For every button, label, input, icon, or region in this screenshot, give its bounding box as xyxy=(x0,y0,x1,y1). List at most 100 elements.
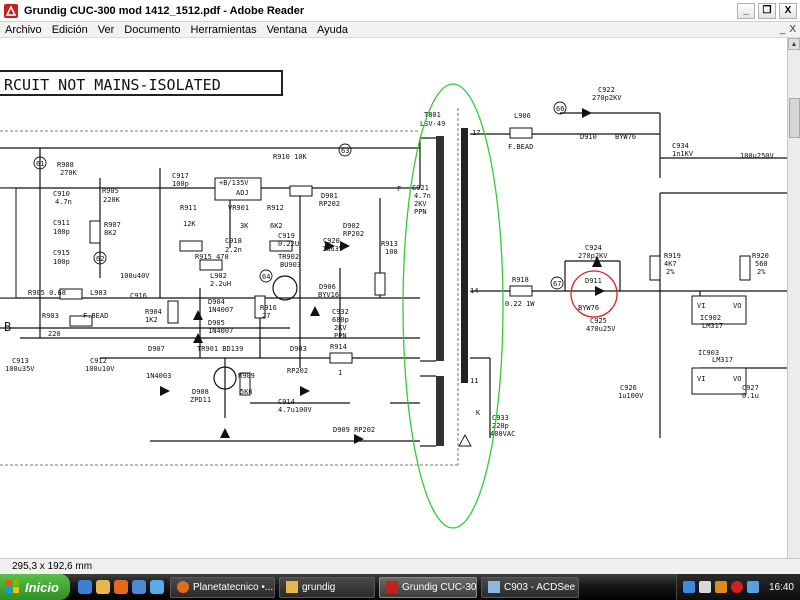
label-c917v: 100p xyxy=(172,180,189,188)
menu-ayuda[interactable]: Ayuda xyxy=(316,23,348,36)
scroll-thumb[interactable] xyxy=(789,98,800,138)
label-d903: D903 xyxy=(290,345,307,353)
label-vi-ic903: VI xyxy=(697,375,705,383)
label-ic903v: LM317 xyxy=(712,356,733,364)
label-c913: C913 xyxy=(12,357,29,365)
label-r920v: 560 xyxy=(755,260,768,268)
label-c921: C921 xyxy=(412,184,429,192)
label-c924v: 270p2KV xyxy=(578,252,608,260)
task-grundig-folder[interactable]: grundig xyxy=(279,576,375,598)
label-c912: C912 xyxy=(90,357,107,365)
label-r904: R904 xyxy=(145,308,162,316)
label-rp202a: RP202 xyxy=(319,200,340,208)
label-r905: R905 xyxy=(102,187,119,195)
windows-flag-icon xyxy=(6,580,19,593)
label-c919: C919 xyxy=(278,232,295,240)
task-grundig-folder-label: grundig xyxy=(302,581,336,593)
label-vo-ic903: VO xyxy=(733,375,741,383)
label-c933v2: 400VAC xyxy=(490,430,515,438)
label-rp202b: RP202 xyxy=(343,230,364,238)
label-r915: R915 470 xyxy=(195,253,229,261)
label-node-64: 64 xyxy=(262,273,270,281)
green-highlight-ellipse xyxy=(402,83,504,529)
label-in4007b: 1N4007 xyxy=(208,327,233,335)
label-r916: R916 xyxy=(260,304,277,312)
label-r911v: 12K xyxy=(183,220,196,228)
label-r912v: 6K2 xyxy=(270,222,283,230)
network-icon[interactable] xyxy=(150,580,164,594)
label-c910v: 4.7n xyxy=(55,198,72,206)
start-button[interactable]: Inicio xyxy=(0,574,70,600)
firefox-icon[interactable] xyxy=(114,580,128,594)
label-l906: L906 xyxy=(514,112,531,120)
label-l902: L902 xyxy=(210,272,227,280)
label-adjsub: ADJ xyxy=(236,189,249,197)
acdsee-task-icon xyxy=(488,581,500,593)
label-c916: C916 xyxy=(130,292,147,300)
menu-archivo[interactable]: Archivo xyxy=(5,23,42,36)
label-c926v: 1u100V xyxy=(618,392,644,400)
status-bar: 295,3 x 192,6 mm xyxy=(0,558,800,574)
menu-herramientas[interactable]: Herramientas xyxy=(190,23,257,36)
task-acdsee-label: C903 - ACDSee ... xyxy=(504,581,579,593)
label-fbead1: F.BEAD xyxy=(508,143,533,151)
document-view[interactable]: RCUIT NOT MAINS-ISOLATED xyxy=(0,38,787,558)
internet-explorer-icon[interactable] xyxy=(78,580,92,594)
vertical-scrollbar[interactable]: ▲ xyxy=(787,38,800,558)
label-rp202c: RP202 xyxy=(287,367,308,375)
task-grundig-pdf[interactable]: Grundig CUC-30... xyxy=(379,576,477,598)
folder-icon[interactable] xyxy=(96,580,110,594)
close-button[interactable]: X xyxy=(779,2,797,19)
label-r920v2: 2% xyxy=(757,268,766,276)
label-c911v: 100p xyxy=(53,228,70,236)
maximize-button[interactable]: ❐ xyxy=(758,2,776,19)
network-tray-icon[interactable] xyxy=(682,581,695,593)
label-vo-ic902: VO xyxy=(733,302,741,310)
volume-tray-icon[interactable] xyxy=(698,581,711,593)
start-label: Inicio xyxy=(25,579,59,595)
label-c924: C924 xyxy=(585,244,602,252)
minimize-button[interactable]: _ xyxy=(737,2,755,19)
label-c910: C910 xyxy=(53,190,70,198)
task-acdsee[interactable]: C903 - ACDSee ... xyxy=(481,576,579,598)
label-node-63: 63 xyxy=(341,147,349,155)
label-l903: L903 xyxy=(90,289,107,297)
task-planetatecnico[interactable]: Planetatecnico •... xyxy=(170,576,275,598)
label-c927: C927 xyxy=(742,384,759,392)
label-r913v: 100 xyxy=(385,248,398,256)
label-node-66: 66 xyxy=(556,105,564,113)
label-c914: C914 xyxy=(278,398,295,406)
label-zpd11: ZPD11 xyxy=(190,396,211,404)
label-d902: D902 xyxy=(343,222,360,230)
label-ic903: IC903 xyxy=(698,349,719,357)
document-minimize-button[interactable]: _ xyxy=(779,24,786,35)
update-tray-icon[interactable] xyxy=(746,581,759,593)
document-close-button[interactable]: X xyxy=(789,24,796,35)
menu-edicion[interactable]: Edición xyxy=(51,23,88,36)
security-tray-icon[interactable] xyxy=(714,581,727,593)
opera-tray-icon[interactable] xyxy=(730,581,743,593)
media-icon[interactable] xyxy=(132,580,146,594)
label-c927v: 0.1u xyxy=(742,392,759,400)
label-c915v: 100p xyxy=(53,258,70,266)
label-in4003: 1N4003 xyxy=(146,372,171,380)
label-c925: C925 xyxy=(590,317,607,325)
label-l902v: 2.2uH xyxy=(210,280,231,288)
label-r912: R912 xyxy=(267,204,284,212)
label-r914v: 1 xyxy=(338,369,342,377)
label-pin-14: 14 xyxy=(470,287,478,295)
window-title: Grundig CUC-300 mod 1412_1512.pdf - Adob… xyxy=(24,4,305,17)
label-c921v: 4.7n xyxy=(414,192,431,200)
menu-ver[interactable]: Ver xyxy=(97,23,115,36)
menu-documento[interactable]: Documento xyxy=(124,23,181,36)
label-c915: C915 xyxy=(53,249,70,257)
menu-ventana[interactable]: Ventana xyxy=(266,23,307,36)
label-d906: D906 xyxy=(319,283,336,291)
scroll-up-arrow-icon[interactable]: ▲ xyxy=(788,38,800,50)
label-in4007a: 1N4007 xyxy=(208,306,233,314)
quick-launch xyxy=(78,580,164,594)
label-r914: R914 xyxy=(330,343,347,351)
label-r910: R910 10K xyxy=(273,153,308,161)
label-r909: R909 xyxy=(238,372,255,380)
title-bar: Grundig CUC-300 mod 1412_1512.pdf - Adob… xyxy=(0,0,800,22)
